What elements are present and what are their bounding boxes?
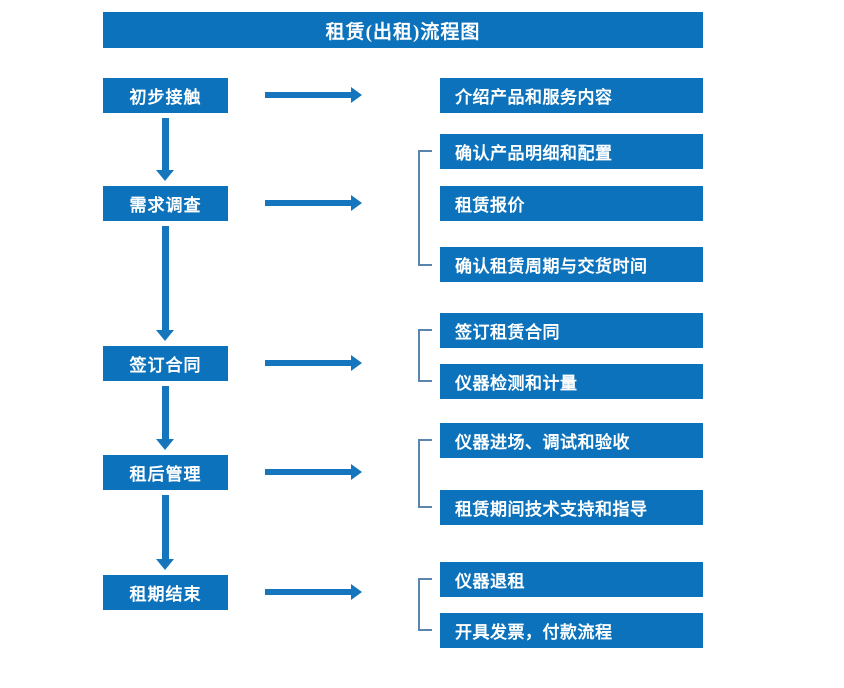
arrow-head — [156, 330, 174, 341]
arrow-head — [351, 464, 362, 480]
arrow-shaft — [265, 360, 351, 366]
arrow-shaft — [265, 92, 351, 98]
down-arrow-1-to-2 — [154, 118, 176, 181]
right-arrow-stage-2 — [265, 195, 362, 211]
right-arrow-stage-1 — [265, 87, 362, 103]
detail-box-3-1[interactable]: 签订租赁合同 — [440, 313, 703, 348]
group-bracket-stage-5 — [418, 578, 432, 631]
right-arrow-stage-4 — [265, 464, 362, 480]
detail-box-3-2[interactable]: 仪器检测和计量 — [440, 364, 703, 399]
arrow-head — [351, 355, 362, 371]
stage-box-5[interactable]: 租期结束 — [103, 575, 228, 610]
detail-box-4-1[interactable]: 仪器进场、调试和验收 — [440, 423, 703, 458]
stage-box-3[interactable]: 签订合同 — [103, 346, 228, 381]
arrow-shaft — [162, 386, 169, 439]
arrow-head — [156, 170, 174, 181]
arrow-shaft — [162, 118, 169, 170]
detail-box-5-2[interactable]: 开具发票，付款流程 — [440, 613, 703, 648]
right-arrow-stage-5 — [265, 584, 362, 600]
arrow-head — [351, 584, 362, 600]
arrow-shaft — [265, 469, 351, 475]
arrow-shaft — [162, 226, 169, 330]
down-arrow-4-to-5 — [154, 495, 176, 570]
chart-title: 租赁(出租)流程图 — [103, 12, 703, 48]
detail-box-1-1[interactable]: 介绍产品和服务内容 — [440, 78, 703, 113]
detail-box-2-3[interactable]: 确认租赁周期与交货时间 — [440, 247, 703, 282]
down-arrow-2-to-3 — [154, 226, 176, 341]
group-bracket-stage-4 — [418, 439, 432, 508]
group-bracket-stage-3 — [418, 329, 432, 382]
right-arrow-stage-3 — [265, 355, 362, 371]
arrow-head — [156, 439, 174, 450]
stage-box-2[interactable]: 需求调查 — [103, 186, 228, 221]
arrow-shaft — [265, 589, 351, 595]
detail-box-4-2[interactable]: 租赁期间技术支持和指导 — [440, 490, 703, 525]
arrow-head — [351, 195, 362, 211]
down-arrow-3-to-4 — [154, 386, 176, 450]
detail-box-2-1[interactable]: 确认产品明细和配置 — [440, 134, 703, 169]
arrow-shaft — [162, 495, 169, 559]
detail-box-2-2[interactable]: 租赁报价 — [440, 186, 703, 221]
stage-box-1[interactable]: 初步接触 — [103, 78, 228, 113]
group-bracket-stage-2 — [418, 150, 432, 266]
stage-box-4[interactable]: 租后管理 — [103, 455, 228, 490]
arrow-head — [156, 559, 174, 570]
detail-box-5-1[interactable]: 仪器退租 — [440, 562, 703, 597]
arrow-shaft — [265, 200, 351, 206]
arrow-head — [351, 87, 362, 103]
